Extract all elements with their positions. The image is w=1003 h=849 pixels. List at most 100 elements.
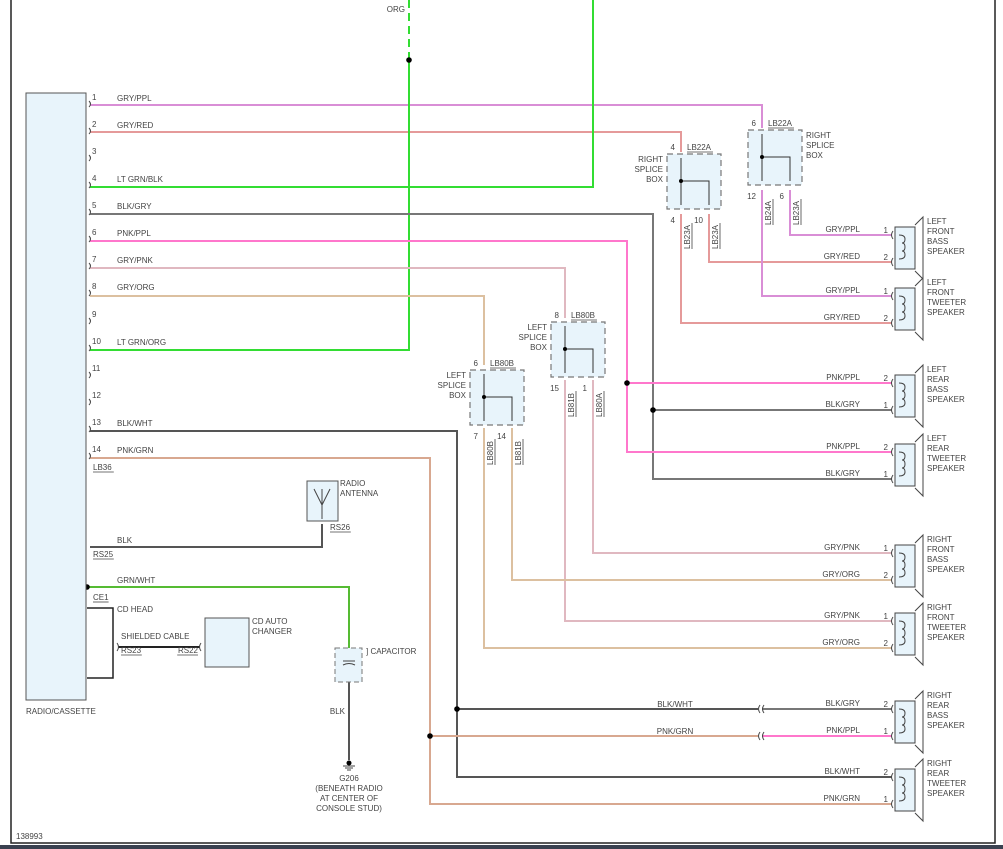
wire-label: ORG [387, 5, 405, 14]
connector-label: LB24A [764, 200, 773, 225]
pin-terminal-icon [88, 181, 91, 189]
wire-label: BLK [330, 707, 346, 716]
wire-label: PNK/GRN [657, 727, 694, 736]
pin-terminal-icon [891, 731, 894, 741]
pin-number: 1 [884, 727, 889, 736]
wire-label: GRY/PPL [117, 94, 152, 103]
pin-number: 6 [752, 119, 757, 128]
connector-label: LB80A [595, 392, 604, 417]
speaker-cone-icon [914, 432, 924, 498]
speaker-label: TWEETER [927, 623, 966, 632]
cd-changer-label: CD AUTO [252, 617, 287, 626]
connector-label: LB36 [93, 463, 112, 472]
wire-label: PNK/PPL [826, 726, 860, 735]
antenna-label: RADIO [340, 479, 365, 488]
pin-terminal-icon [116, 642, 202, 652]
connector-label: RS25 [93, 550, 114, 559]
pin-terminal-icon [88, 127, 91, 135]
pin-terminal-icon [88, 235, 91, 243]
connector-label: RS22 [178, 646, 199, 655]
wire-label: GRY/ORG [117, 283, 155, 292]
inline-connector-icon [758, 704, 765, 714]
wire-label: LT GRN/BLK [117, 175, 164, 184]
pin-number: 2 [92, 120, 97, 129]
ground-label: G206 [339, 774, 359, 783]
pin-number: 8 [555, 311, 560, 320]
wire-label: BLK/GRY [117, 202, 152, 211]
splice-box-label: RIGHT [638, 155, 663, 164]
pin-terminal-icon [891, 318, 894, 328]
wire-label: GRY/PPL [825, 225, 860, 234]
pin-terminal-icon [88, 289, 91, 297]
speaker-label: REAR [927, 701, 949, 710]
pin-terminal-icon [88, 262, 91, 270]
pin-number: 15 [550, 384, 559, 393]
speaker-label: LEFT [927, 217, 947, 226]
pin-number: 10 [694, 216, 703, 225]
connector-label: LB80B [490, 359, 514, 368]
wire-gry-pnk [90, 267, 566, 318]
pin-number: 1 [884, 795, 889, 804]
wire-label: BLK/GRY [825, 469, 860, 478]
speaker-label: FRONT [927, 227, 955, 236]
wire-gry-red [90, 131, 682, 152]
cd-head-bracket [87, 607, 114, 679]
connector-label: LB23A [683, 224, 692, 249]
speaker-coil-icon [898, 708, 906, 734]
pin-number: 7 [92, 255, 97, 264]
speaker-cone-icon [914, 533, 924, 599]
pin-terminal-icon [88, 208, 91, 216]
connector-label: RS23 [121, 646, 142, 655]
speaker-coil-icon [898, 451, 906, 477]
speaker-label: LEFT [927, 434, 947, 443]
pin-number: 8 [92, 282, 97, 291]
diagram-frame [10, 0, 996, 844]
ground-location: (BENEATH RADIO [315, 784, 382, 793]
speaker-label: SPEAKER [927, 633, 965, 642]
wire-antenna-blk [90, 524, 323, 548]
pin-number: 1 [884, 226, 889, 235]
pin-number: 1 [884, 612, 889, 621]
speaker-coil-icon [898, 295, 906, 321]
wire-label: SHIELDED CABLE [121, 632, 189, 641]
ground-location: CONSOLE STUD) [316, 804, 382, 813]
pin-number: 5 [92, 201, 97, 210]
pin-terminal-icon [88, 317, 91, 325]
capacitor-label: ] CAPACITOR [366, 647, 417, 656]
components [25, 92, 924, 823]
pin-terminal-icon [88, 398, 91, 406]
cd-changer-box [204, 617, 250, 668]
antenna-label: ANTENNA [340, 489, 379, 498]
wire-gry-pnk-rfb [592, 380, 892, 554]
speaker-cone-icon [914, 601, 924, 667]
speaker-coil-icon [898, 234, 906, 260]
ground-icon [343, 765, 355, 771]
speaker-cone-icon [914, 276, 924, 342]
speaker-label: RIGHT [927, 691, 952, 700]
wire-label: BLK/WHT [117, 419, 153, 428]
ground-icon [346, 760, 352, 766]
splice-box-label: SPLICE [806, 141, 834, 150]
pin-terminal-icon [891, 575, 894, 585]
pin-terminal-icon [891, 799, 894, 809]
wire-label: BLK/GRY [825, 699, 860, 708]
speaker-label: TWEETER [927, 298, 966, 307]
inline-connector-icon [758, 731, 765, 741]
ground-location: AT CENTER OF [320, 794, 378, 803]
splice-box-label: SPLICE [635, 165, 663, 174]
speaker-cone-icon [914, 363, 924, 429]
speaker-label: FRONT [927, 545, 955, 554]
wire-label: GRY/RED [824, 313, 861, 322]
cd-changer-label: CHANGER [252, 627, 292, 636]
pin-number: 2 [884, 768, 889, 777]
wire-gry-ppl-lft [761, 190, 892, 297]
wire-lt-grn-org [90, 60, 410, 351]
wire-label: PNK/PPL [117, 229, 151, 238]
connector-label: LB22A [768, 119, 793, 128]
speaker-cone-icon [914, 215, 924, 281]
splice-dot [427, 733, 433, 739]
speaker-cone-icon [914, 757, 924, 823]
capacitor-icon [342, 660, 356, 666]
wire-lt-grn-blk [90, 0, 594, 188]
